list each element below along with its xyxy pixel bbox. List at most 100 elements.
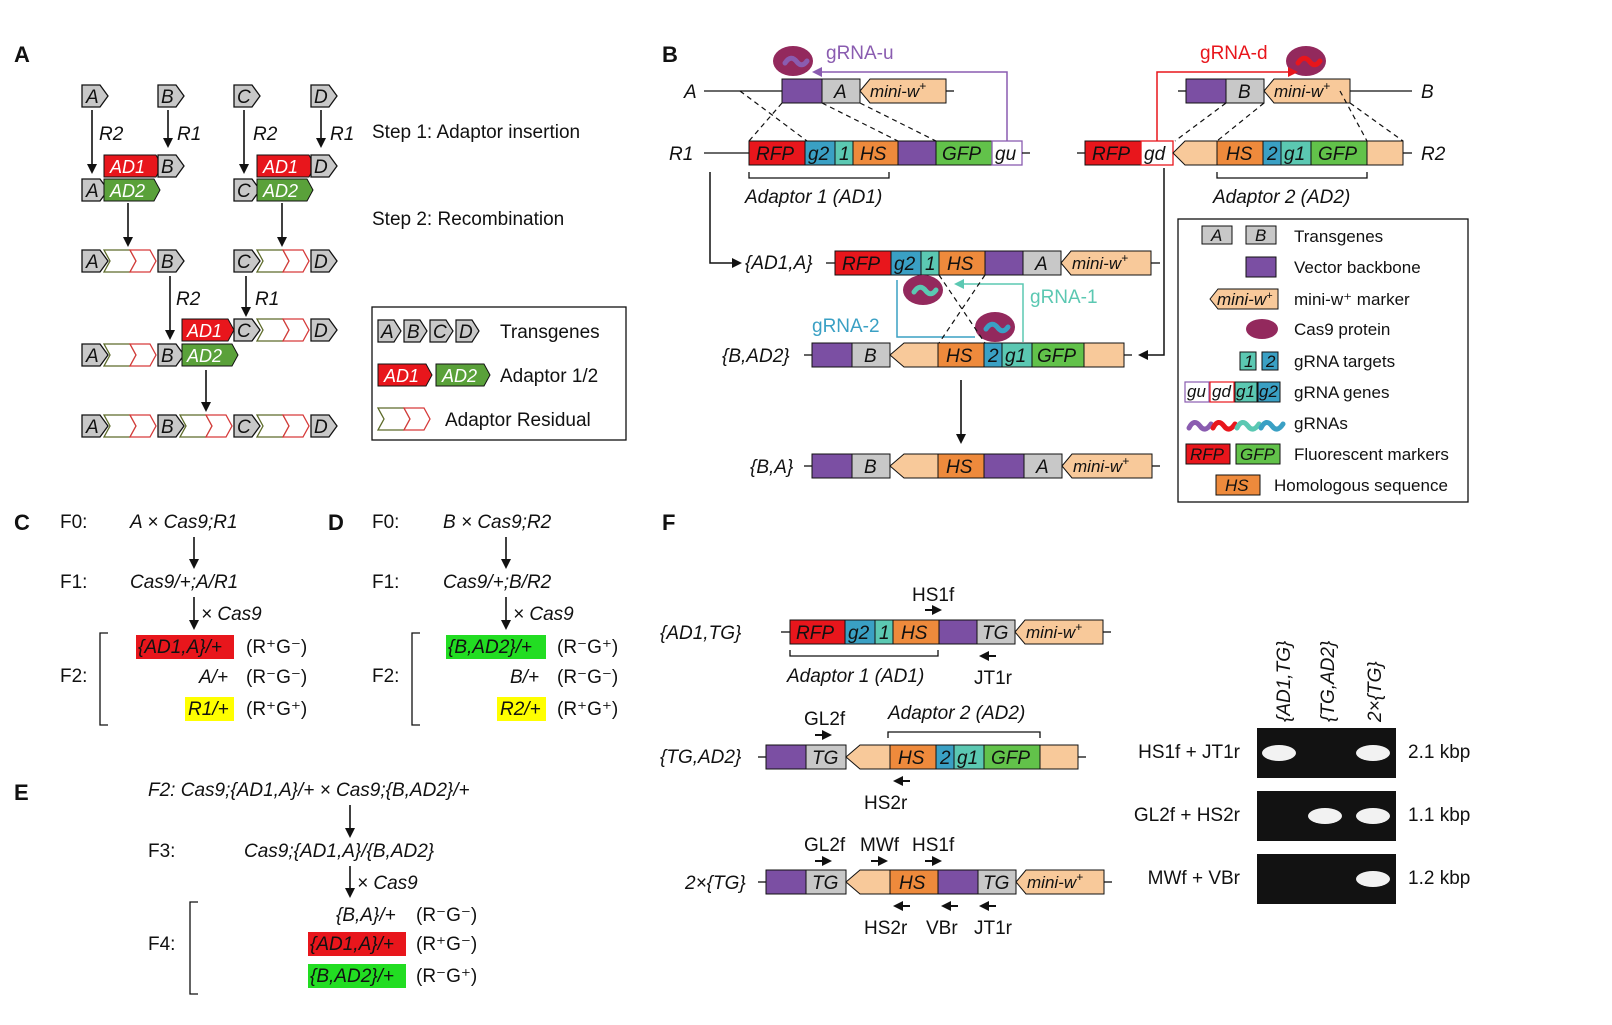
f-c1-miniw-label: mini-w+ <box>1026 620 1082 642</box>
transgene-d-box-4 <box>310 318 338 342</box>
e-f3-cross: Cas9;{AD1,A}/{B,AD2} <box>244 841 435 862</box>
dashed-lines-right <box>1174 90 1404 142</box>
legend-a-residual-right <box>402 407 431 431</box>
ad1a-rfp <box>834 250 892 276</box>
f-c3-hs <box>889 869 939 895</box>
bad2-label: {B,AD2} <box>722 346 790 367</box>
transgene-a-box <box>81 84 109 108</box>
d-row2-left: B/+ <box>510 667 539 688</box>
transgene-a-label-5: A <box>85 417 99 438</box>
ad1a-miniw-label: mini-w+ <box>1072 251 1128 273</box>
legend-b-text-8: Homologous sequence <box>1274 476 1448 495</box>
transgene-a-label: A <box>85 87 99 108</box>
transgene-a-box-4 <box>81 343 109 367</box>
bad2-t2-label: 2 <box>987 346 999 367</box>
transgene-c-label: C <box>237 87 251 108</box>
c-f0-cross: A × Cas9;R1 <box>129 512 238 533</box>
f-c1-backbone <box>938 619 978 645</box>
panel-b: B A A mini-w+ gRNA-u R1 RFP g2 1 HS GFP … <box>662 42 1469 503</box>
r1-g2 <box>804 140 836 166</box>
arrow-to-bad2 <box>1138 168 1165 360</box>
ad1a-g2 <box>890 250 922 276</box>
bad2-hs-label: HS <box>946 346 973 367</box>
d-f1-label: F1: <box>372 572 399 593</box>
r1-gfp-label: GFP <box>942 144 981 165</box>
ba-miniw-label: mini-w+ <box>1073 454 1129 476</box>
c-row2-left: A/+ <box>198 667 228 688</box>
bad2-gfp-label: GFP <box>1037 346 1076 367</box>
e-row2-right: (R⁺G⁻) <box>416 934 477 955</box>
ad1a-rfp-label: RFP <box>842 254 880 275</box>
adaptor1-brace <box>748 172 890 179</box>
residual-right-4 <box>128 343 157 367</box>
transgene-c-box-5 <box>233 414 261 438</box>
e-row1-right: (R⁻G⁻) <box>416 905 477 926</box>
r2-hs-label: HS <box>1226 144 1253 165</box>
bad2-g1 <box>1001 342 1033 368</box>
ad1a-t1-label: 1 <box>925 254 936 275</box>
residual-right-1 <box>128 249 157 273</box>
legend-b-tg-b <box>1245 225 1277 245</box>
legend-a-ad1 <box>377 363 433 387</box>
transgene-c-box-2 <box>233 178 261 202</box>
r1-label-1: R1 <box>177 124 201 145</box>
ba-miniw-rev <box>889 453 939 479</box>
legend-b-target-2 <box>1261 351 1279 371</box>
d-f1-cross: Cas9/+;B/R2 <box>443 572 552 593</box>
c-row1-left: {AD1,A}/+ <box>138 637 222 658</box>
d-row1-right: (R⁻G⁺) <box>557 637 618 658</box>
r2-label-1: R2 <box>99 124 124 145</box>
legend-b-tg-a <box>1201 225 1233 245</box>
transgene-d-box-3 <box>310 249 338 273</box>
legend-a-ad2 <box>435 363 491 387</box>
ba-tg-b <box>851 453 891 479</box>
gel-lane-label-2: {TG,AD2} <box>1318 640 1339 722</box>
transgene-b-label-5: B <box>161 417 174 438</box>
ba-backbone-1 <box>811 453 853 479</box>
bad2-tg-label: B <box>864 346 877 367</box>
f-c2-backbone <box>765 744 807 770</box>
d-x-cas9: × Cas9 <box>513 604 574 625</box>
r2-miniw-rev <box>1172 140 1218 166</box>
legend-b-grnas <box>1186 420 1286 432</box>
d-f0-label: F0: <box>372 512 399 533</box>
c-row1-highlight <box>136 635 234 659</box>
legend-b-gfp-label: GFP <box>1240 445 1276 464</box>
legend-b-target-2-label: 2 <box>1265 352 1276 371</box>
ad2-label-2: AD2 <box>262 181 298 201</box>
bad2-hs <box>937 342 985 368</box>
transgene-b-box-4 <box>157 343 185 367</box>
e-row2-highlight <box>308 932 406 956</box>
f-hs1f-label: HS1f <box>912 585 955 606</box>
gel-primer-label-1: HS1f + JT1r <box>1138 742 1241 763</box>
step2-right-construct: C D <box>233 249 338 273</box>
panel-a-legend: A B C D Transgenes AD1 AD2 Adaptor 1/2 A… <box>371 306 627 441</box>
ad1-label-1: AD1 <box>109 157 145 177</box>
panel-d-label: D <box>328 510 344 535</box>
r2-miniw-end <box>1366 140 1404 166</box>
f-c2-t2-label: 2 <box>939 748 951 769</box>
f-c3-tg-2-label: TG <box>983 873 1009 894</box>
legend-b-text-2: mini-w⁺ marker <box>1294 290 1410 309</box>
transgene-d-box-5 <box>310 414 338 438</box>
f-c2-tg <box>805 744 847 770</box>
r1-label-3: R1 <box>255 289 279 310</box>
f-adaptor1-brace <box>789 650 939 657</box>
ad2-box-3 <box>181 343 239 367</box>
ba-backbone-2 <box>983 453 1025 479</box>
r2-gd-label: gd <box>1144 144 1167 165</box>
d-row2-right: (R⁻G⁻) <box>557 667 618 688</box>
panel-b-label: B <box>662 42 678 67</box>
legend-b-text-3: Cas9 protein <box>1294 320 1390 339</box>
legend-a-tg-b <box>403 319 428 343</box>
legend-b-g1 <box>1234 381 1258 403</box>
panel-e-label: E <box>14 780 29 805</box>
ad1-label-3: AD1 <box>186 321 222 341</box>
legend-b-text-1: Vector backbone <box>1294 258 1421 277</box>
legend-b-gfp <box>1235 443 1281 465</box>
legend-b-g2 <box>1257 381 1281 403</box>
legend-a-tg-a-label: A <box>380 322 394 343</box>
r1-label-2: R1 <box>330 124 354 145</box>
ba-tg-a-label: A <box>1035 457 1049 478</box>
